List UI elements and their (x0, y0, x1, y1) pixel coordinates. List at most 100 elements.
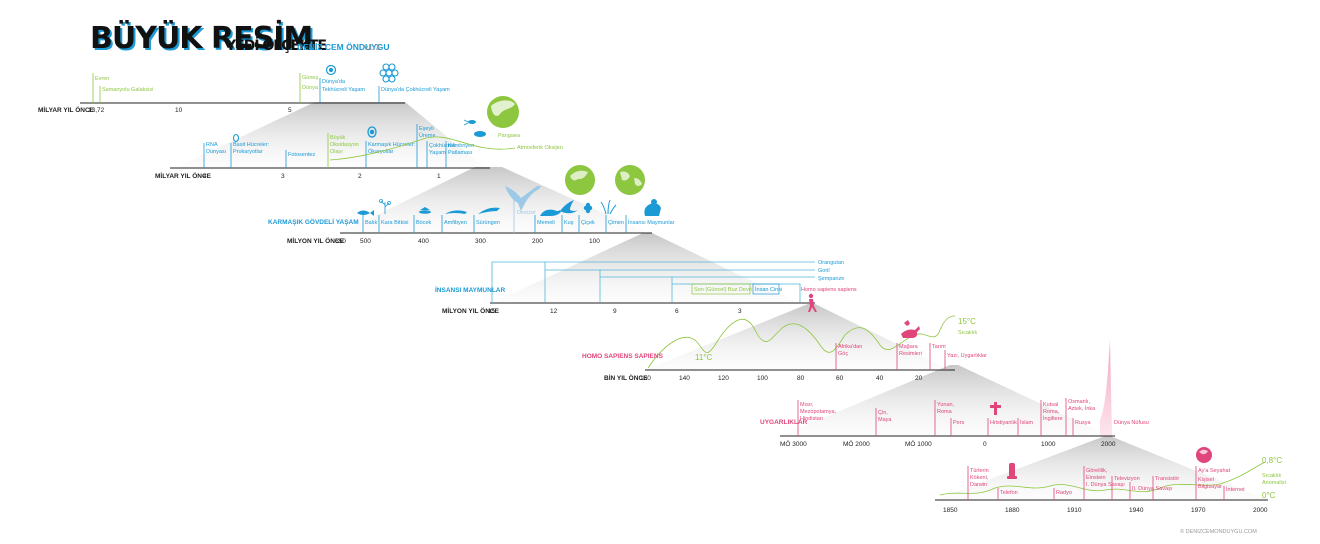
reptile-icon (478, 207, 500, 215)
grass-icon (600, 199, 617, 215)
row-6-tick: MÖ 3000 (780, 440, 807, 448)
row-2-unit: MİLYAR YIL ÖNCE (155, 171, 212, 180)
amphibian-icon (445, 210, 467, 214)
anomaly-low: 0°C (1262, 491, 1276, 500)
event-cave-paintings: Mağara (899, 344, 919, 350)
footer-credit: © DENIZCEMONDUYGU.COM (1180, 528, 1257, 535)
event-relativity: Görelilik, (1086, 468, 1108, 474)
zoom-funnel-4 (645, 304, 950, 370)
event-writing: Yazı, Uygarlıklar (947, 353, 987, 359)
human-walking-icon (808, 293, 817, 312)
temperature-label: Sıcaklık (958, 330, 978, 336)
row-7-modern-era: 1850 1880 1910 1940 1970 2000 Türlerin K… (935, 447, 1286, 514)
version-label: v1.3 (364, 42, 380, 52)
page-title: BÜYÜK RESİM (90, 19, 312, 56)
row-4-tick: 3 (738, 308, 742, 315)
row-4-tick: 9 (613, 308, 617, 315)
event-russia: Rusya (1075, 420, 1092, 426)
eukaryote-icon (367, 126, 377, 138)
row-1-tick: 10 (175, 107, 183, 114)
phylogeny-tree (491, 261, 815, 303)
zoom-funnel-1 (175, 102, 485, 168)
row-1-tick: 13,72 (88, 107, 105, 114)
anomaly-label-2: Anomalisi (1262, 480, 1286, 486)
event-england: İngiltere (1043, 415, 1063, 422)
row-6-tick: 0 (983, 441, 987, 448)
temperature-low: 11°C (695, 353, 713, 362)
event-apes: İnsansı Maymunlar (628, 219, 675, 226)
event-homo-genus: İnsan Cinsi (755, 286, 782, 293)
row-7-tick: 1880 (1005, 507, 1020, 514)
event-personal-computer-2: Bilgisayar (1198, 484, 1222, 490)
fish-icon (357, 210, 374, 216)
cell-icon (232, 133, 240, 143)
cross-icon (990, 402, 1001, 415)
row-4-tick: 6 (675, 308, 679, 315)
continent-globe-icon (565, 165, 595, 195)
ice-age-box (691, 283, 751, 295)
event-pangaea: Pangaea (498, 133, 521, 139)
event-origin-of-species-2: Kökeni, (970, 475, 989, 481)
event-bird: Kuş (564, 220, 574, 226)
event-india: Hindistan (800, 416, 823, 422)
event-rome: Roma (937, 409, 953, 415)
row-3-unit: MİLYON YIL ÖNCE (287, 236, 345, 245)
temperature-curve (647, 315, 956, 369)
zoom-funnel-5 (780, 365, 1110, 436)
zoom-funnel-3 (490, 233, 800, 304)
event-sun: Güneş (302, 75, 318, 81)
event-atmospheric-oxygen: Atmosferik Oksijen (517, 145, 563, 151)
event-single-cell-2: Tekhücreli Yaşam (322, 87, 365, 93)
row-7-tick: 1850 (943, 507, 958, 514)
row-7-tick: 1970 (1191, 507, 1206, 514)
event-insect: Böcek (416, 220, 432, 226)
row-3-tick: 500 (360, 238, 371, 245)
row-4-tick: 12 (550, 308, 558, 315)
event-moon-landing: Ay'a Seyahat (1198, 468, 1231, 474)
event-ww2: II. Dünya Savaşı (1132, 486, 1172, 492)
event-amphibian: Amfibyen (444, 220, 467, 226)
earth-from-space-icon (1196, 447, 1212, 463)
trilobite-icon (463, 119, 486, 137)
row-5-unit: BİN YIL ÖNCE (604, 373, 648, 382)
continent-globe-icon (615, 165, 645, 195)
event-out-of-africa-2: Göç (838, 351, 848, 357)
event-grass: Çimen (608, 220, 624, 226)
row-5-homo-sapiens: HOMO SAPIENS SAPIENS BİN YIL ÖNCE 160 14… (582, 315, 987, 382)
event-holy-roman-2: Roma, (1043, 409, 1060, 415)
event-greece: Yunan, (937, 402, 955, 408)
row-6-tick: 1000 (1041, 441, 1056, 448)
event-dinosaur: Dinozor (517, 210, 536, 216)
dinosaur-icon (505, 186, 541, 211)
row-5-tick: 40 (876, 375, 884, 382)
row-7-tick: 2000 (1253, 507, 1268, 514)
event-prokaryotes: Basit Hücreler: (233, 142, 270, 148)
event-oxidation: Büyük (330, 135, 346, 141)
row-5-tick: 20 (915, 375, 923, 382)
event-cambrian-2: Patlaması (448, 150, 472, 156)
event-oxidation-2: Oksidasyon (330, 142, 359, 148)
event-single-cell: Dünya'da (322, 79, 346, 85)
event-prokaryotes-2: Prokaryotlar (233, 149, 263, 155)
anomaly-high: 0,8°C (1262, 456, 1282, 465)
event-multicellular-2: Yaşam (429, 150, 446, 156)
event-personal-computer: Kişisel (1198, 477, 1214, 483)
row-2-tick: 3 (281, 173, 285, 180)
event-out-of-africa: Afrika'dan (838, 344, 862, 350)
insect-icon (419, 207, 431, 214)
event-sexual-reproduction: Eşeyli (419, 126, 434, 132)
cave-painting-icon (901, 320, 920, 338)
row-5-tick: 100 (757, 375, 768, 382)
species-gorilla: Goril (818, 268, 830, 274)
event-radio: Radyo (1056, 490, 1072, 496)
row-4-title: İNSANSI MAYMUNLAR (435, 286, 505, 294)
event-maya: Maya (878, 417, 892, 423)
row-6-tick: 2000 (1101, 441, 1116, 448)
event-earth: Dünya (302, 85, 319, 91)
oxygen-curve (329, 136, 516, 161)
event-milky-way: Samanyolu Galaksisi (102, 87, 153, 93)
flower-icon (583, 202, 593, 214)
pangaea-globe-icon (487, 96, 519, 128)
event-persia: Pers (953, 420, 965, 426)
